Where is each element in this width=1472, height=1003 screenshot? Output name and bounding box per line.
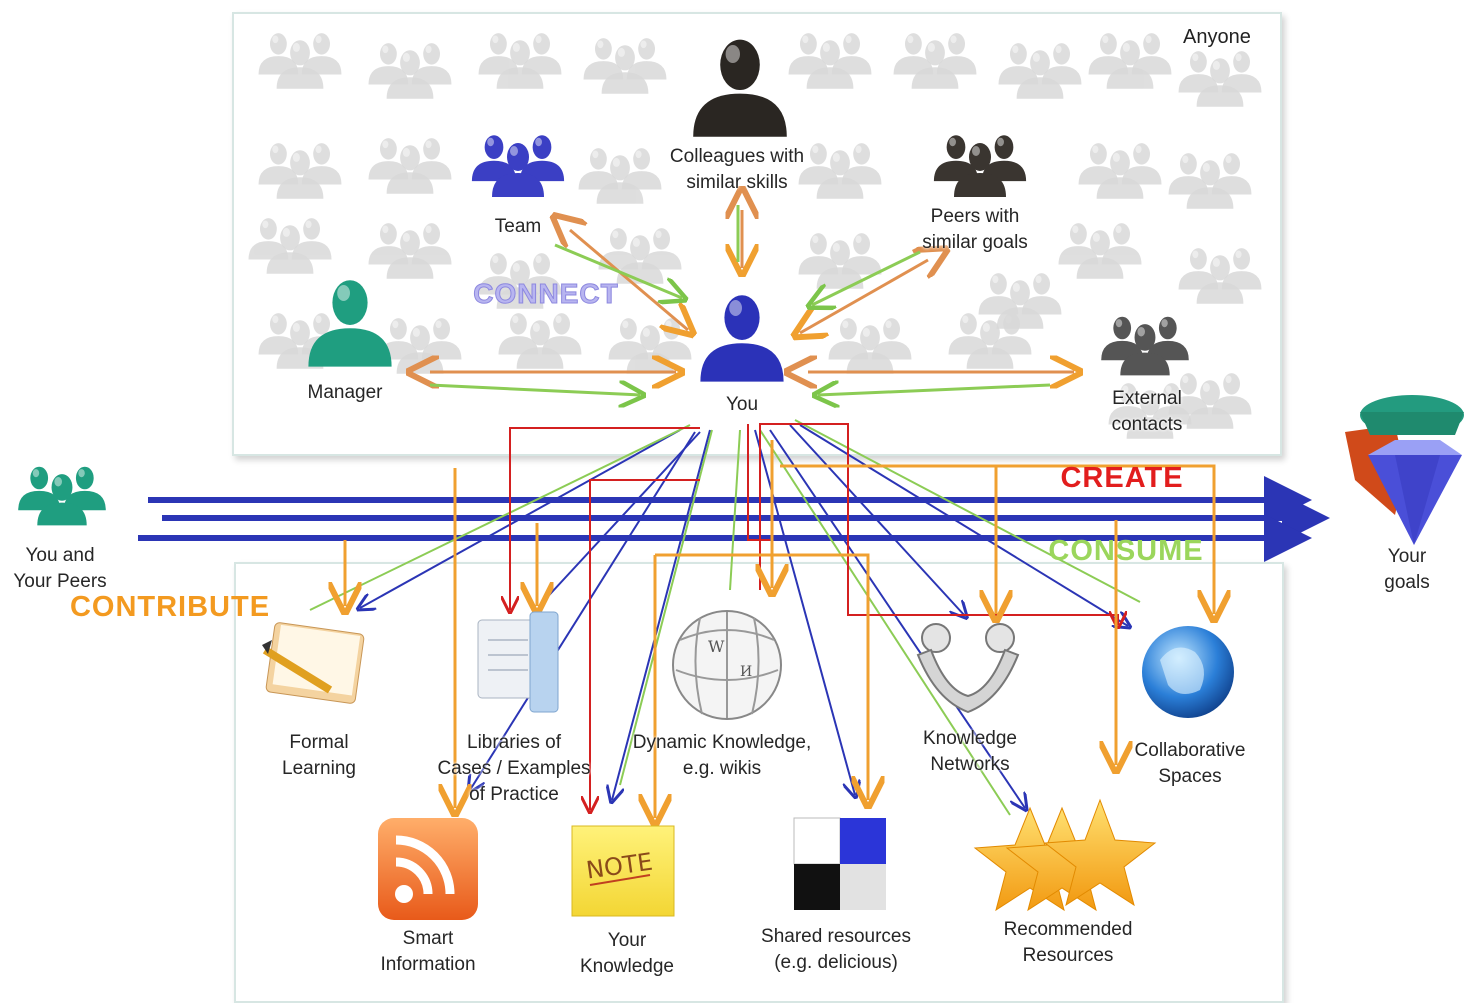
person-icon [1196,255,1244,304]
colleagues-label: Colleagues with similar skills [669,146,805,193]
wikipedia-globe-icon: W И [672,610,782,720]
person-icon [1016,50,1064,99]
person-icon [911,40,959,89]
person-icon [492,143,544,197]
colleague-icon [693,39,787,137]
contribute-label: CONTRIBUTE [69,591,271,623]
goals-gem-icon [1345,395,1464,545]
person-icon [496,260,544,309]
folder-icon [477,611,559,713]
person-icon [276,40,324,89]
collaborative-spaces-label: Collaborative Spaces [1134,740,1246,787]
person-icon [1021,273,1062,315]
you-icon [700,295,784,382]
manager-icon [308,280,392,367]
person-icon [806,40,854,89]
smart-information-label: Smart Information [380,928,476,975]
connect-label: CONNECT [473,278,619,310]
note-icon: NOTE [571,825,675,917]
person-icon [1106,40,1154,89]
manager-label: Manager [307,382,383,403]
globe-icon [1142,626,1234,718]
person-icon [496,40,544,89]
you-label: You [725,394,759,415]
person-icon [700,295,784,382]
person-icon [601,45,649,94]
peers-icon [933,135,1027,197]
person-icon [276,150,324,199]
rss-icon [378,818,478,920]
recommended-resources-label: Recommended Resources [1003,919,1133,966]
create-lines [510,423,1118,810]
consume-label: CONSUME [1048,535,1204,567]
person-icon [308,280,392,367]
team-label: Team [494,216,542,237]
your-knowledge-label: Your Knowledge [579,930,675,977]
consume-lines [309,419,1141,816]
dynamic-knowledge-label: Dynamic Knowledge, e.g. wikis [632,732,812,779]
you-and-peers-label: You and Your Peers [13,545,107,592]
person-icon [37,474,87,526]
person-icon [816,150,864,199]
stars-icon [973,798,1157,912]
scope-label: Anyone [1183,26,1251,48]
person-icon [1196,58,1244,107]
svg-text:И: И [740,664,752,680]
person-icon [693,39,787,137]
formal-learning-icon [262,622,365,704]
knowledge-networks-icon [916,623,1020,714]
person-icon [1126,390,1174,439]
person-icon [266,225,314,274]
knowledge-networks-label: Knowledge Networks [922,728,1018,775]
person-icon [1076,230,1124,279]
contribute-lines [345,440,1214,818]
libraries-label: Libraries of Cases / Examples of Practic… [437,732,591,805]
person-icon [386,145,434,194]
team-icon [471,135,565,197]
connect-arrows [430,205,1074,395]
person-icon [386,230,434,279]
goal-arrows [138,476,1330,562]
person-icon [996,280,1044,329]
delicious-icon [793,817,886,910]
shared-resources-label: Shared resources (e.g. delicious) [761,926,911,973]
person-icon [954,143,1006,197]
external-contacts-icon [1101,316,1189,376]
goals-label: Your goals [1384,546,1430,593]
person-icon [1096,150,1144,199]
person-icon [1120,324,1170,376]
person-icon [1186,160,1234,209]
you-and-peers-icon [18,466,106,526]
person-icon [1186,380,1234,429]
peers-label: Peers with similar goals [922,206,1028,253]
person-icon [596,155,644,204]
formal-learning-label: Formal Learning [282,732,356,779]
external-contacts-label: External contacts [1111,388,1183,435]
person-icon [1178,248,1219,290]
create-label: CREATE [1060,462,1184,494]
person-icon [386,50,434,99]
svg-text:W: W [708,637,725,656]
person-icon [1211,373,1252,415]
